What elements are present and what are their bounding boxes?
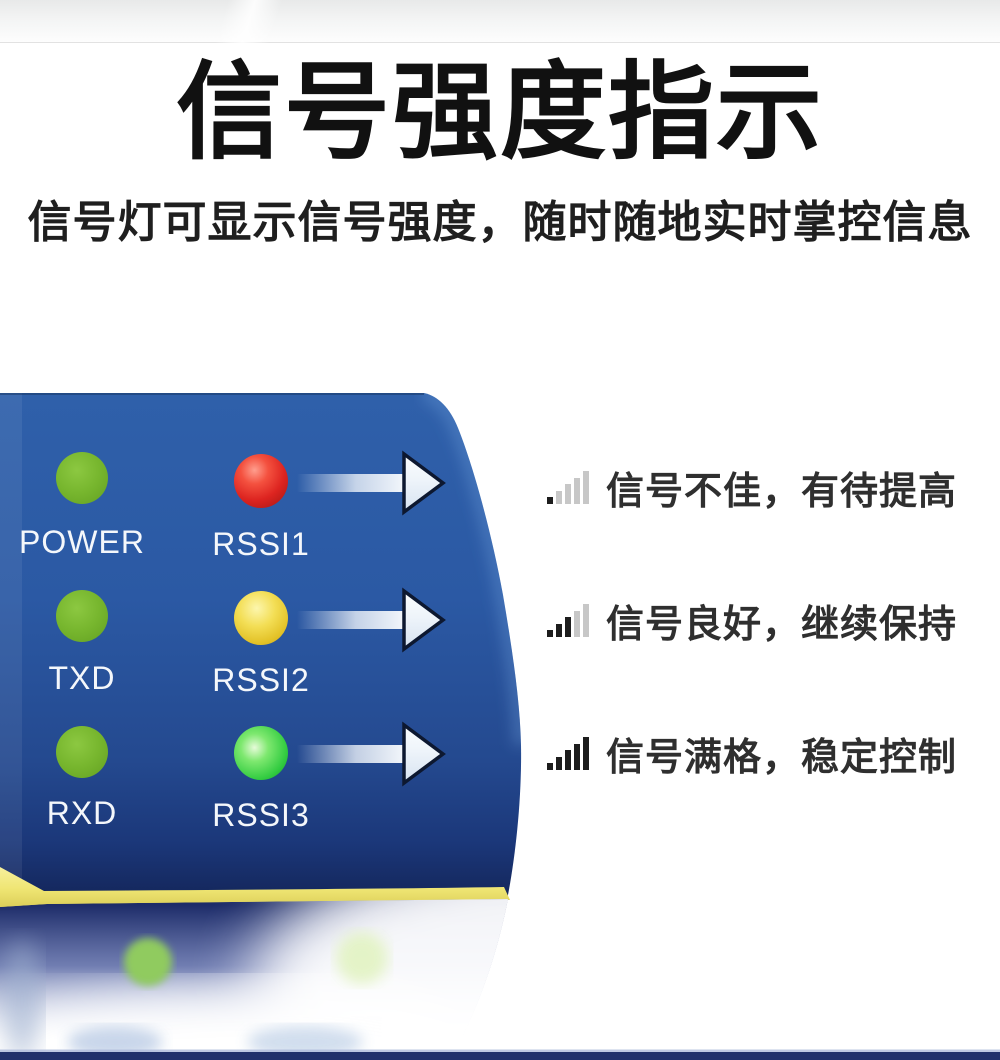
- led-label-rssi3: RSSI3: [212, 797, 309, 833]
- led-power: [56, 452, 108, 504]
- panel-edge-highlight: [421, 393, 522, 746]
- panel-left-sheen: [0, 393, 22, 905]
- signal-meaning-text: 信号不佳，有待提高: [606, 470, 958, 513]
- led-label-rxd: RXD: [47, 795, 118, 831]
- signal-bars-icon-3-of-5: [547, 603, 589, 637]
- white-glow: [250, 899, 508, 1052]
- bottom-bar-highlight: [0, 1049, 1000, 1052]
- page-subtitle: 信号灯可显示信号强度，随时随地实时掌控信息: [27, 198, 973, 247]
- signal-meaning-row-good: 信号良好，继续保持: [547, 592, 957, 648]
- arrow-right-icon: [297, 721, 446, 787]
- bottom-blue-bar: [0, 1052, 1000, 1060]
- arrow-right-icon: [297, 450, 446, 516]
- led-txd: [56, 590, 108, 642]
- device-edge-stripe: [0, 867, 510, 911]
- led-label-rssi2: RSSI2: [212, 662, 309, 698]
- led-rssi2: [234, 591, 288, 645]
- page-title: 信号强度指示: [176, 54, 824, 172]
- arrow-right-icon: [297, 587, 446, 653]
- previous-section-remnant-band: [0, 0, 1000, 66]
- led-rssi1: [234, 454, 288, 508]
- device-panel: [0, 393, 522, 905]
- signal-meaning-row-weak: 信号不佳，有待提高: [547, 459, 957, 515]
- signal-bars-icon-1-of-5: [547, 470, 589, 504]
- blurred-edge: [2, 940, 42, 1052]
- led-label-rssi1: RSSI1: [212, 526, 309, 562]
- led-label-txd: TXD: [49, 660, 116, 696]
- blurred-led: [336, 932, 388, 984]
- signal-meaning-text: 信号满格，稳定控制: [606, 736, 958, 779]
- led-rxd: [56, 726, 108, 778]
- led-rssi3: [234, 726, 288, 780]
- signal-meaning-row-full: 信号满格，稳定控制: [547, 725, 957, 781]
- led-label-power: POWER: [19, 524, 145, 560]
- blurred-led: [124, 938, 172, 986]
- signal-meaning-text: 信号良好，继续保持: [606, 603, 958, 646]
- signal-bars-icon-5-of-5: [547, 736, 589, 770]
